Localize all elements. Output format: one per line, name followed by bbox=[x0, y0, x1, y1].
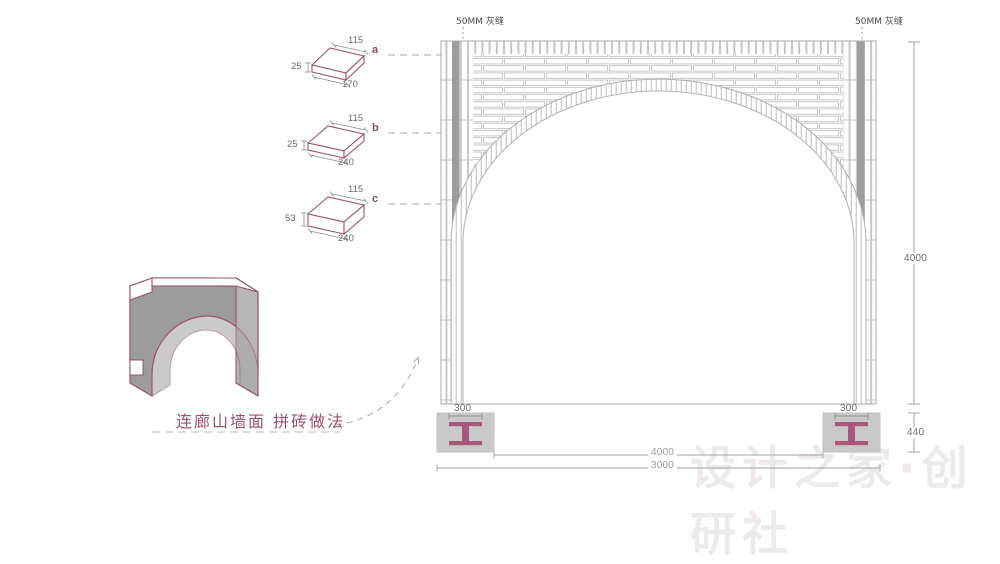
wall-elevation-group bbox=[441, 41, 876, 404]
brick-c-letter: c bbox=[372, 193, 379, 205]
brick-a-iso bbox=[310, 47, 366, 82]
dim-label-440: 440 bbox=[905, 427, 927, 438]
brick-b-width-label: 115 bbox=[348, 113, 364, 124]
base-block-right bbox=[822, 412, 881, 453]
dim-label-opening-width: 3000 bbox=[648, 460, 678, 471]
brick-a-dims bbox=[305, 42, 369, 88]
brick-b-thickness-label: 25 bbox=[287, 139, 298, 150]
callout-arrow bbox=[335, 358, 418, 426]
drawing-canvas: 设计之家·创研社 bbox=[129, 17, 967, 561]
dim-wall-height-4000 bbox=[908, 41, 920, 405]
brick-a-length-label: 170 bbox=[342, 79, 358, 90]
arch-opening-outline bbox=[462, 90, 855, 404]
brick-c-thickness-label: 53 bbox=[285, 213, 296, 224]
brick-b-length-label: 240 bbox=[338, 157, 354, 168]
dim-label-4000-height: 4000 bbox=[902, 253, 930, 264]
drawing-title: 连廊山墙面 拼砖做法 bbox=[176, 412, 346, 431]
dim-300-left bbox=[448, 412, 483, 420]
brick-c-dims bbox=[301, 191, 369, 242]
wall-outline bbox=[440, 40, 877, 405]
brick-b-dims bbox=[301, 120, 369, 166]
architectural-drawing-svg bbox=[129, 27, 920, 472]
joint-label-left: 50MM 灰缝 bbox=[456, 17, 504, 27]
dim-label-300-right: 300 bbox=[840, 403, 858, 414]
gable-wall-isometric-shape bbox=[129, 276, 259, 398]
brick-c-length-label: 240 bbox=[338, 233, 354, 244]
brick-b-letter: b bbox=[372, 122, 379, 134]
brick-a-width-label: 115 bbox=[348, 35, 364, 46]
joint-label-right: 50MM 灰缝 bbox=[855, 17, 903, 27]
brick-b-iso bbox=[306, 125, 366, 160]
brick-c-iso bbox=[306, 196, 366, 236]
base-block-left bbox=[436, 412, 495, 453]
brick-a-thickness-label: 25 bbox=[291, 61, 302, 72]
dim-300-right bbox=[834, 412, 869, 420]
dim-label-300-left: 300 bbox=[454, 403, 472, 414]
brick-c-width-label: 115 bbox=[348, 184, 364, 195]
dim-label-overall-width: 4000 bbox=[648, 447, 678, 458]
brick-a-letter: a bbox=[372, 44, 379, 56]
